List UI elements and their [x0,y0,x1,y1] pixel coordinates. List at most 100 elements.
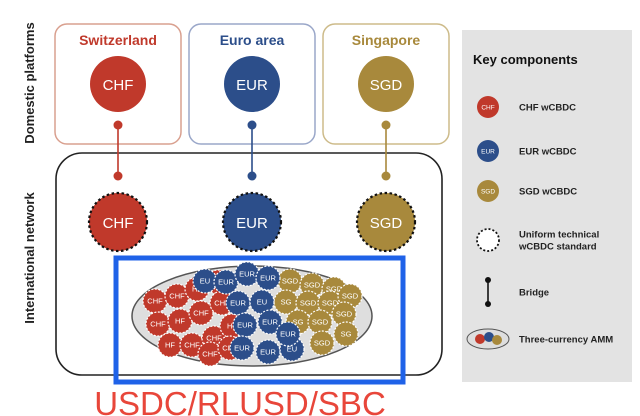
legend-panel: Key components CHF CHF wCBDC EUR EUR wCBDC S… [462,30,632,382]
svg-text:EUR: EUR [280,330,296,339]
svg-text:EUR: EUR [262,318,278,327]
pool-coin-eur: EUR [229,335,255,361]
svg-text:SGD: SGD [336,310,353,319]
legend-label: Uniform technical [519,230,599,241]
legend-item-4: Bridge [485,277,549,307]
svg-text:EUR: EUR [236,77,268,94]
svg-text:CHF: CHF [103,77,134,94]
legend-label: CHF wCBDC [519,103,576,114]
bridge-eur [247,120,257,181]
pool-coin-chf: CHF [188,300,214,326]
uniform-standard-icon [476,228,500,252]
network-coin-chf: CHF [87,191,149,253]
svg-text:CHF: CHF [147,297,163,306]
svg-text:CHF: CHF [193,309,209,318]
pool-coin-eur: EUR [232,312,258,338]
svg-text:CHF: CHF [202,350,218,359]
svg-text:SGD: SGD [342,292,359,301]
legend-items: CHF CHF wCBDC EUR EUR wCBDC SGD SGD wCBDC Unif… [466,96,613,350]
pool-coin-chf: CHF [145,311,171,337]
pool-coin-sgd: SGD [307,309,333,335]
eur-wcbdc-icon [477,140,499,162]
pool-coin-eur: EUR [255,339,281,365]
pool-coin-sgd: SGD [277,268,303,294]
legend-item-2: SGD SGD wCBDC [477,180,577,202]
svg-text:CHF: CHF [169,292,185,301]
region-label-switzerland: Switzerland [79,32,157,48]
pool-coin-sgd: SGD [309,330,335,356]
chf-wcbdc-icon [477,96,499,118]
svg-text:CHF: CHF [206,334,222,343]
svg-text:EUR: EUR [481,149,495,156]
pool-coin-eur: EUR [225,290,251,316]
bridge-icon [485,277,491,307]
svg-text:CHF: CHF [214,299,230,308]
svg-text:SGD: SGD [326,285,343,294]
svg-text:SG: SG [281,298,292,307]
svg-text:HF: HF [165,341,175,350]
svg-text:EU: EU [287,345,297,354]
pool-coin-sgd: SG [333,321,359,347]
svg-text:SGD: SGD [300,299,317,308]
amm-icon [466,328,510,350]
region-label-euro-area: Euro area [220,32,285,48]
network-coin-sgd: SGD [355,191,417,253]
domestic-platforms-label: Domestic platforms [22,22,37,143]
pool-coin-chf: HF [157,332,183,358]
svg-text:SGD: SGD [314,339,331,348]
legend-label: Bridge [519,288,549,299]
svg-text:EUR: EUR [239,270,255,279]
bridge-sgd [381,120,391,181]
sgd-wcbdc-icon [477,180,499,202]
three-currency-amm-pool: CHFCHFHFCHFCHFHFCHFCHFHFCHFCHFHFCHFCHFSG… [131,261,373,367]
international-network-label: International network [22,192,37,324]
domestic-coin-chf: CHF [90,56,146,112]
svg-text:SGD: SGD [282,277,299,286]
svg-text:SGD: SGD [312,318,329,327]
svg-text:CHF: CHF [150,320,166,329]
svg-text:CHF: CHF [481,105,494,112]
svg-text:SG: SG [341,330,352,339]
svg-text:EUR: EUR [218,278,234,287]
pool-coin-eur: EUR [234,261,260,287]
amm-pool-coins: CHFCHFHFCHFCHFHFCHFCHFHFCHFCHFHFCHFCHFSG… [142,261,363,367]
legend-item-1: EUR EUR wCBDC [477,140,577,162]
svg-text:SGD: SGD [370,77,403,94]
svg-text:EUR: EUR [260,348,276,357]
legend-label: SGD wCBDC [519,187,577,198]
pool-coin-eur: EUR [257,309,283,335]
legend-title: Key components [473,52,578,67]
pool-coin-eur: EUR [255,265,281,291]
pool-coin-eur: EU [192,268,218,294]
bridge-chf [113,120,123,181]
svg-text:EUR: EUR [260,274,276,283]
svg-text:EUR: EUR [234,344,250,353]
stablecoin-caption: USDC/RLUSD/SBC [94,385,386,416]
legend-item-5: Three-currency AMM [466,328,613,350]
svg-text:SGD: SGD [322,299,339,308]
svg-text:SGD: SGD [370,215,403,232]
svg-text:SGD: SGD [481,189,495,196]
domestic-coin-eur: EUR [224,56,280,112]
region-label-singapore: Singapore [352,32,421,48]
svg-text:EUR: EUR [230,299,246,308]
domestic-coin-sgd: SGD [358,56,414,112]
svg-text:EU: EU [257,298,267,307]
svg-text:SGD: SGD [304,281,321,290]
pool-coin-chf: HF [167,308,193,334]
svg-text:CHF: CHF [103,215,134,232]
pool-coin-eur: EUR [213,269,239,295]
legend-item-0: CHF CHF wCBDC [477,96,576,118]
legend-label: EUR wCBDC [519,147,577,158]
svg-text:HF: HF [227,322,237,331]
svg-text:CHF: CHF [184,341,200,350]
highlight-rectangle [113,255,406,385]
network-coin-eur: EUR [221,191,283,253]
pool-coin-chf: CHF [142,288,168,314]
svg-text:EUR: EUR [237,321,253,330]
legend-label: Three-currency AMM [519,335,613,346]
svg-text:SG: SG [293,318,304,327]
